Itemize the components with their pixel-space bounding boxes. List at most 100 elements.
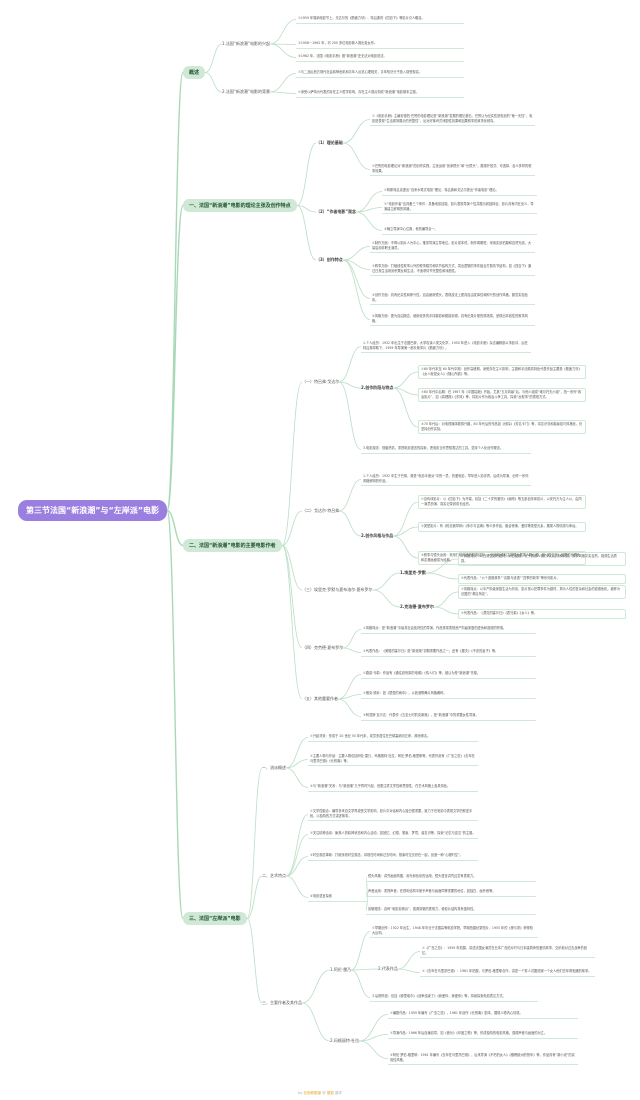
sec3-overview-item: ②主要人物与作品：主要人物包括阿伦·雷乃、玛格丽特·杜拉、阿伦·罗伯-格里耶等，…: [308, 753, 478, 767]
sec3-art-item: ④电影语言探索: [308, 893, 368, 902]
connector-line: [296, 205, 317, 213]
connector-line: [358, 1034, 389, 1042]
sec2-godard-style: ②类型影片：有《枪击钢琴师》《朱尔与吉姆》等众多作品，融合惊悚、爱情等类型元素，…: [418, 522, 586, 532]
sec3-art-label[interactable]: 二、艺术特点: [262, 873, 286, 878]
sec2-rivette-item: ②代表作品：《美丽的塞尔日》是“新浪潮”初期重要作品之一，还有《屠夫》《不忠的妻…: [361, 648, 536, 657]
sec3-resnais-work: ②《去年在马里昂巴德》：1961 年拍摄，与罗伯-格里耶合作，讲述一个男人试图说…: [420, 968, 595, 977]
sec2-resnais-label[interactable]: （三）埃里克·罗默与夏布洛尔·夏布罗尔: [302, 587, 373, 592]
sec3-overview-label[interactable]: 一、流派概述: [262, 765, 286, 770]
connector-line: [301, 1002, 331, 1042]
connector-line: [338, 381, 362, 389]
connector-line: [342, 259, 371, 299]
sec2-chabrol-item: ①风格特点：以中产阶级家庭生活为背景，影片常以犯罪事件为题材，揭示人性的复杂和社…: [458, 585, 626, 600]
sec2-others-item: ②雅克·德米：如《瑟堡的雨伞》，以浪漫歌舞片风格著称。: [361, 690, 536, 699]
overview-sub1-item: ②1958－1962 年，约 200 多位电影新人推出处女作。: [296, 40, 464, 49]
sec2-rivette-label[interactable]: （四）克劳德·夏布罗尔: [302, 645, 344, 650]
connector-line: [246, 875, 263, 919]
connector-line: [342, 246, 371, 261]
overview-sub1-label[interactable]: 1.法国“新浪潮”电影的兴起: [222, 41, 270, 46]
sec1-auteur-item: ②“电影作者”应具备三个条件：具备电影技能、影片表现导演个性并展示其独特征、影片…: [382, 201, 537, 215]
sec3-duras-label[interactable]: 2.玛格丽特·杜拉: [330, 1038, 360, 1043]
sec1-theory-item: ①《电影手册》主编安德烈·巴赞的电影理论是“新浪潮”发展的理论基石。巴赞认为纪实…: [370, 113, 535, 127]
connector-line: [338, 479, 362, 512]
sec2-chabrol-label[interactable]: 2.克洛德·夏布罗尔: [400, 604, 434, 609]
sec3-resnais-intro: ①早期创作：1922 年出生，1948 年毕业于法国高等电影学院，早期拍摄纪录短…: [370, 925, 538, 939]
connector-line: [285, 834, 309, 877]
connector-line: [301, 969, 331, 1004]
connector-line: [392, 387, 419, 396]
sec3-works-label[interactable]: 三、主要作者及其作品: [262, 1000, 302, 1005]
section-2[interactable]: 二、法国“新浪潮”电影的主要电影作者: [183, 539, 282, 552]
sec2-others-item: ③阿涅斯·瓦尔达：代表作《五至七时的克莱奥》，是“新浪潮”中的重要女性导演。: [361, 712, 536, 721]
connector-line: [397, 968, 421, 973]
sec1-features-item: ④风格方面：更为自由随意，使用较多的手持摄影和跳接剪辑，具有纪录片般的现场感，呈…: [370, 313, 535, 327]
sec3-duras-item: ②导演作品：1966 年后自编自导，如《音乐》《印度之歌》等，形成独特的电影风格…: [388, 1030, 578, 1039]
sec3-resnais-works-label[interactable]: 2.代表作品: [378, 966, 398, 971]
sec3-art-item: ②关注精神活动：聚焦人的精神状态和内心活动，如回忆、幻想、想象、梦境、潜意识等，…: [308, 830, 478, 839]
connector-line: [342, 259, 371, 320]
sec2-truffaut-style-label[interactable]: 2.创作阶段与特点: [361, 385, 394, 390]
connector-line: [296, 142, 317, 206]
sec1-features-item: ②叙事方面：打破线性叙事以外的叙事模式和情节结构方式，突出逻辑的事件组合打散情节…: [370, 263, 535, 277]
root-topic[interactable]: 第三节法国“新浪潮”与“左岸派”电影: [18, 500, 168, 521]
sec2-godard-bio: 1.个人经历：1932 年生于巴黎，曾是“电影手册派”中的一员，热爱电影，早年进…: [361, 473, 531, 487]
connector-line: [392, 387, 419, 428]
connector-line: [342, 142, 371, 170]
sec1-features-label[interactable]: （3）创作特点: [316, 257, 343, 262]
connector-line: [425, 572, 459, 580]
connector-line: [166, 71, 184, 512]
overview-sub2-label[interactable]: 2.法国“新浪潮”电影的背景: [222, 89, 270, 94]
overview-sub2-item: ②深受以萨特为代表的存在主义哲学影响，存在主义观点构成“新浪潮”电影基本主题。: [296, 89, 464, 98]
connector-line: [269, 73, 297, 93]
connector-line: [337, 674, 362, 700]
footer-brand[interactable]: 搜狐: [326, 1091, 334, 1095]
sec2-truffaut-style: ①60 年代末至 60 年代中期：创作高峰期，深受存在主义影响，主题和手法颇具特…: [418, 365, 586, 380]
connector-line: [281, 381, 303, 546]
connector-line: [355, 191, 383, 213]
connector-line: [355, 207, 383, 213]
sec3-overview-item: ①兴起背景：形成于 20 世纪 50 年代末，成员多居住在巴黎塞纳河左岸，故而得…: [308, 733, 478, 742]
connector-line: [342, 259, 371, 270]
connector-line: [425, 558, 459, 574]
connector-line: [338, 346, 362, 383]
connector-line: [285, 814, 309, 877]
sec2-chabrol-item: ②代表作品：《漂亮的塞尔日》《表兄弟》《女人》等。: [458, 609, 626, 619]
section-1[interactable]: 一、法国“新浪潮”电影的理论主张及创作特点: [183, 199, 297, 212]
sec3-overview-item: ③与“新浪潮”关系：与“新浪潮”几乎同时兴起，但更注重文学性和思想性，在艺术风格…: [308, 783, 478, 792]
sec2-others-label[interactable]: （五）其他重要作者: [302, 696, 338, 701]
connector-line: [204, 43, 223, 73]
section-overview[interactable]: 概述: [183, 66, 206, 79]
sec1-auteur-label[interactable]: （2）“作者电影”观念: [316, 209, 357, 214]
sec2-truffaut-label[interactable]: （一）特吕弗·戈达尔: [302, 379, 340, 384]
connector-line: [350, 931, 371, 971]
connector-line: [281, 510, 303, 546]
sec3-resnais-later: 3.后期作品：包括《穆里埃尔》《战争结束了》《我爱你，我爱你》等，持续探索电影表…: [370, 993, 538, 1002]
sec2-godard-label[interactable]: （二）戈达尔·特吕弗: [302, 508, 340, 513]
sec2-rohmer-label[interactable]: 1.埃里克·罗默: [400, 570, 426, 575]
connector-line: [350, 968, 379, 971]
sec1-features-item: ①制作方面：不再以制片人为中心，推崇导演主导地位。影片成本低，制作周期短，采用实…: [370, 240, 535, 254]
footer-brand[interactable]: 伦勃郎图谱: [303, 1091, 322, 1095]
footer-credit: by 伦勃郎图谱 @ 搜狐 逃学: [0, 1091, 640, 1096]
connector-line: [392, 535, 419, 559]
connector-line: [285, 856, 309, 877]
section-3[interactable]: 三、法国“左岸派”电影: [183, 912, 247, 925]
sec3-resnais-label[interactable]: 1.阿伦·雷乃: [330, 967, 352, 972]
connector-line: [285, 767, 309, 788]
sec3-resnais-work: ①《广岛之恋》：1959 年拍摄，讲述法国女演员在日本广岛拍片时与日本建筑师的爱…: [420, 945, 595, 959]
connector-line: [372, 589, 401, 608]
overview-sub1-item: ③1962 年，法国《电影手册》推“新浪潮”史无法对电影说法。: [296, 53, 464, 62]
sec1-theory-label[interactable]: （1）理论基础: [316, 140, 343, 145]
connector-line: [358, 1014, 389, 1042]
connector-line: [269, 19, 297, 45]
connector-line: [246, 918, 263, 1004]
sec2-godard-style-label[interactable]: 2.创作风格与作品: [361, 533, 394, 538]
sec1-theory-item: ②巴赞的电影理论对“新浪潮”的创作实践，主张运用“景深镜头”和“长镜头”，展现开…: [370, 163, 535, 177]
connector-line: [397, 951, 421, 970]
connector-line: [166, 204, 184, 512]
sec3-duras-item: ③阿伦·罗伯-格里耶：1961 年编写《去年在马里昂巴德》，后来导演《不朽的女人…: [388, 1052, 578, 1066]
sec1-auteur-item: ③确立导演中心位置，他的编导合一。: [382, 226, 537, 235]
connector-line: [392, 501, 419, 537]
sec1-features-item: ③创作方面：具有纪实性和即兴性，自由使用镜头，表现技法上更具自由发挥性和即兴的创…: [370, 292, 535, 306]
